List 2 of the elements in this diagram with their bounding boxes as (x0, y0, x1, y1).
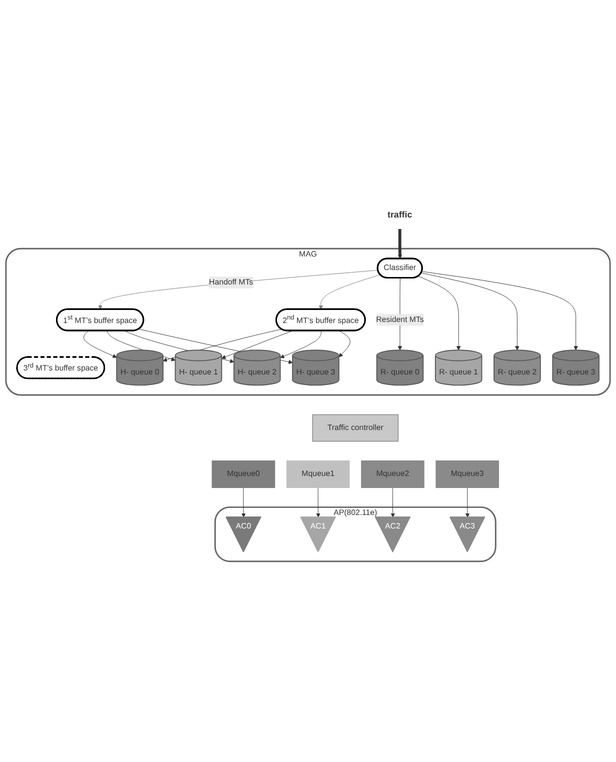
arrow (398, 228, 402, 259)
node-text: traffic (388, 210, 412, 220)
